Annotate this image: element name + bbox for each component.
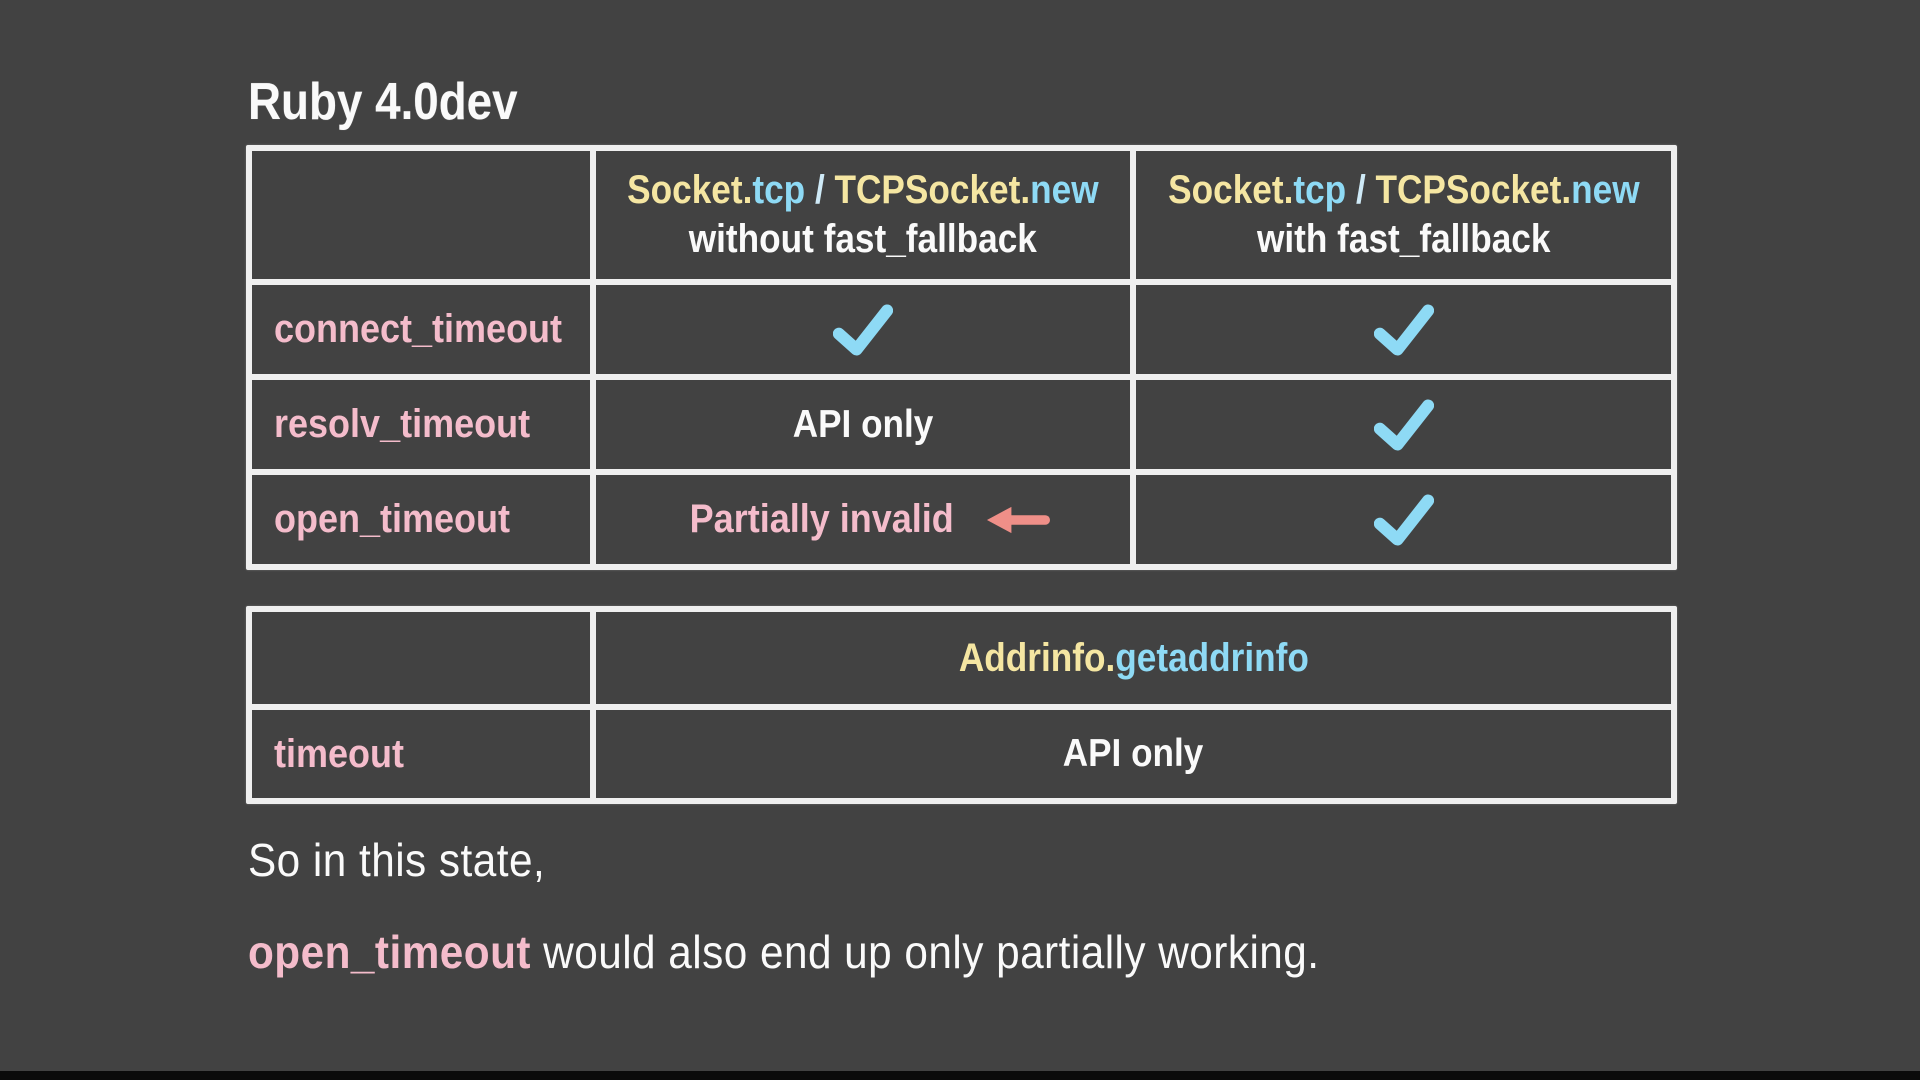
row-label-text: timeout [274,731,404,776]
code-method-token: new [1570,168,1640,212]
check-icon [1373,493,1434,546]
code-class-token: Socket. [1167,168,1294,212]
table1-corner-cell [252,151,590,279]
footer-open-timeout-highlight: open_timeout [248,926,531,978]
cell-open-timeout-with [1136,475,1671,564]
table2-header-addrinfo-getaddrinfo: Addrinfo.getaddrinfo [596,612,1671,704]
column-subtitle: with fast_fallback [1256,217,1551,261]
cell-resolv-timeout-with [1136,380,1671,469]
cell-value-text: API only [1063,732,1204,775]
cell-open-timeout-without: Partially invalid [596,475,1130,564]
cell-connect-timeout-without [596,285,1130,374]
code-class-token: Addrinfo. [958,635,1115,680]
table1-header-with-fast-fallback: Socket.tcp / TCPSocket.new with fast_fal… [1136,151,1671,279]
code-method-token: tcp [1293,168,1346,212]
code-addrinfo-getaddrinfo: Addrinfo.getaddrinfo [959,636,1309,681]
table-row-label-timeout: timeout [252,710,590,798]
footer-line-2: open_timeout would also end up only part… [248,925,1320,979]
footer-line-2-rest: would also end up only partially working… [530,926,1320,978]
bottom-edge-bar [0,1071,1920,1080]
column-subtitle: without fast_fallback [688,217,1038,261]
table-row-label-resolv-timeout: resolv_timeout [252,380,590,469]
cell-connect-timeout-with [1136,285,1671,374]
code-separator-token: / [1345,168,1376,212]
socket-comparison-table: Socket.tcp / TCPSocket.new without fast_… [246,145,1677,570]
code-socket-tcp-tcpsocket-new: Socket.tcp / TCPSocket.new [627,168,1098,213]
row-label-text: resolv_timeout [274,402,531,446]
check-icon [1373,398,1434,451]
row-label-text: open_timeout [274,497,511,541]
row-label-text: connect_timeout [274,307,563,351]
table2-corner-cell [252,612,590,704]
code-separator-token: / [805,168,835,212]
cell-value-text: Partially invalid [689,497,955,541]
code-method-token: getaddrinfo [1114,635,1309,680]
addrinfo-table: Addrinfo.getaddrinfo timeout API only [246,606,1677,804]
partially-invalid-group: Partially invalid [675,497,1050,542]
check-icon [833,303,893,356]
code-socket-tcp-tcpsocket-new: Socket.tcp / TCPSocket.new [1168,168,1639,213]
table-row-label-open-timeout: open_timeout [252,475,590,564]
left-arrow-icon [986,506,1050,533]
code-method-token: tcp [752,168,806,212]
slide-title: Ruby 4.0dev [248,73,518,131]
cell-timeout-value: API only [596,710,1671,798]
code-method-token: new [1030,168,1099,212]
code-class-token: TCPSocket. [1375,168,1571,212]
table1-header-without-fast-fallback: Socket.tcp / TCPSocket.new without fast_… [596,151,1130,279]
code-class-token: TCPSocket. [834,168,1031,212]
code-class-token: Socket. [627,168,753,212]
check-icon [1373,303,1434,356]
cell-resolv-timeout-without: API only [596,380,1130,469]
footer-line-1: So in this state, [248,834,546,886]
table-row-label-connect-timeout: connect_timeout [252,285,590,374]
cell-value-text: API only [792,402,934,446]
